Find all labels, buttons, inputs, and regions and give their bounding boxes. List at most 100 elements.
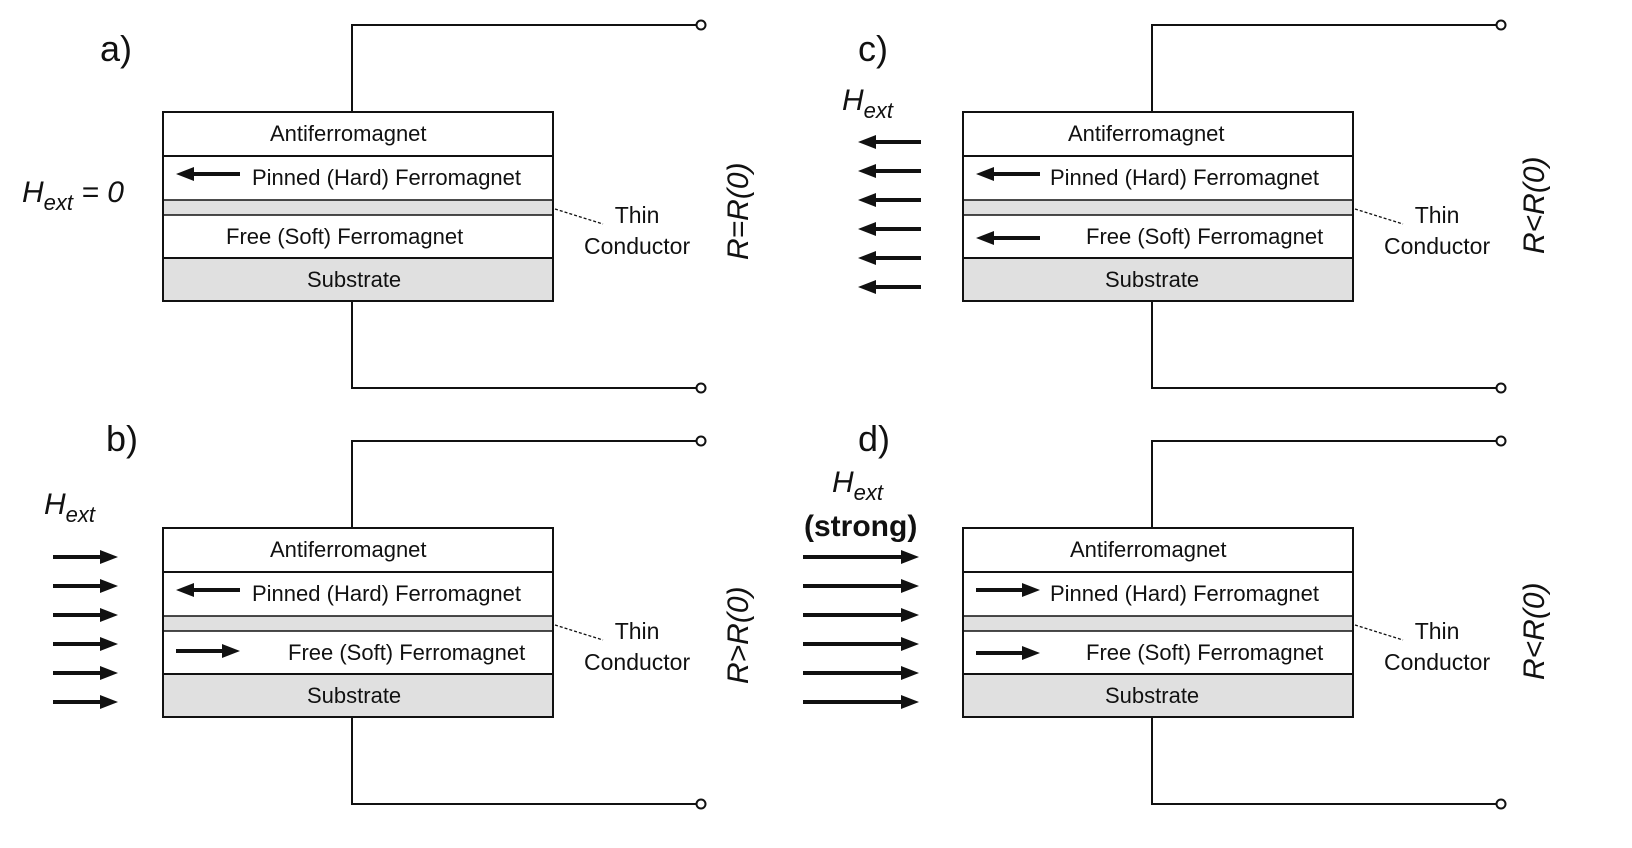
field-arrow — [53, 695, 118, 709]
top-lead-wire — [1151, 440, 1497, 528]
antiferromagnet-label: Antiferromagnet — [1070, 537, 1227, 562]
free-ferromagnet-label: Free (Soft) Ferromagnet — [1086, 224, 1324, 249]
bottom-terminal — [1495, 382, 1507, 394]
panel-a: a) Hext = 0 Antiferromagnet Pinned (Hard… — [0, 0, 816, 424]
resistance-label: R<R(0) — [1518, 156, 1551, 254]
field-arrow — [803, 695, 919, 709]
field-arrow — [53, 666, 118, 680]
pinned-ferromagnet-label: Pinned (Hard) Ferromagnet — [1050, 165, 1320, 190]
substrate-layer — [163, 258, 553, 301]
field-arrow — [858, 135, 921, 149]
field-arrow — [53, 637, 118, 651]
top-lead-wire — [351, 24, 697, 112]
layer-stack-outline — [962, 111, 1354, 302]
panel-c-drawing — [858, 19, 1507, 394]
field-arrow — [53, 608, 118, 622]
top-terminal — [695, 435, 707, 447]
substrate-label: Substrate — [307, 267, 402, 292]
external-field-arrows — [803, 550, 919, 709]
thin-conductor-line2: Conductor — [584, 233, 691, 259]
field-arrow — [858, 193, 921, 207]
resistance-label: R>R(0) — [722, 586, 755, 684]
substrate-label: Substrate — [1105, 683, 1200, 708]
panel-b-drawing — [53, 435, 707, 810]
bottom-lead-wire — [351, 718, 697, 805]
field-arrow — [858, 222, 921, 236]
panel-b: b) Hext Antiferromagnet Pinned (Hard) Fe… — [0, 416, 816, 840]
external-field-label: Hext — [832, 466, 883, 506]
free-ferromagnet-label: Free (Soft) Ferromagnet — [288, 640, 526, 665]
spacer-layer — [963, 616, 1353, 631]
hext-symbol: H — [832, 466, 854, 499]
field-arrow — [803, 666, 919, 680]
free-magnetization-arrow — [976, 646, 1040, 660]
panel-label: b) — [106, 418, 139, 459]
top-lead-wire — [1151, 24, 1497, 112]
hext-symbol: H — [44, 488, 66, 521]
pinned-ferromagnet-label: Pinned (Hard) Ferromagnet — [252, 165, 522, 190]
field-arrow — [858, 280, 921, 294]
thin-conductor-leader — [1354, 208, 1404, 225]
field-arrow — [53, 579, 118, 593]
hext-symbol: H — [842, 84, 864, 117]
bottom-terminal — [1495, 798, 1507, 810]
bottom-lead-wire — [351, 302, 697, 389]
hext-subscript: ext — [65, 502, 96, 527]
pinned-magnetization-arrow — [176, 583, 240, 597]
top-lead-wire — [351, 440, 697, 528]
thin-conductor-leader — [1354, 624, 1404, 641]
pinned-magnetization-arrow — [976, 583, 1040, 597]
thin-conductor-label: Thin Conductor — [1384, 616, 1490, 678]
substrate-label: Substrate — [307, 683, 402, 708]
thin-conductor-line1: Thin — [614, 618, 660, 644]
thin-conductor-leader — [554, 208, 604, 225]
spacer-layer — [163, 616, 553, 631]
top-terminal — [695, 19, 707, 31]
external-field-label: Hext — [842, 84, 893, 124]
field-strength-label: (strong) — [804, 510, 918, 543]
resistance-label: R=R(0) — [722, 162, 755, 260]
thin-conductor-line2: Conductor — [1384, 233, 1491, 259]
field-arrow — [803, 579, 919, 593]
panel-label: c) — [858, 28, 888, 69]
bottom-lead-wire — [1151, 302, 1497, 389]
thin-conductor-line1: Thin — [1414, 202, 1460, 228]
pinned-ferromagnet-label: Pinned (Hard) Ferromagnet — [1050, 581, 1320, 606]
free-ferromagnet-label: Free (Soft) Ferromagnet — [1086, 640, 1324, 665]
thin-conductor-label: Thin Conductor — [1384, 200, 1490, 262]
pinned-magnetization-arrow — [176, 167, 240, 181]
panel-label: d) — [858, 418, 891, 459]
field-arrow — [803, 550, 919, 564]
hext-subscript: ext — [853, 480, 884, 505]
free-ferromagnet-label: Free (Soft) Ferromagnet — [226, 224, 464, 249]
external-field-label: Hext — [44, 488, 95, 528]
hext-subscript: ext — [863, 98, 894, 123]
thin-conductor-line2: Conductor — [1384, 649, 1491, 675]
layer-stack-outline — [162, 527, 554, 718]
hext-symbol: H — [22, 176, 44, 209]
antiferromagnet-label: Antiferromagnet — [270, 537, 427, 562]
substrate-layer — [163, 674, 553, 717]
thin-conductor-line2: Conductor — [584, 649, 691, 675]
antiferromagnet-label: Antiferromagnet — [1068, 121, 1225, 146]
thin-conductor-label: Thin Conductor — [584, 616, 690, 678]
layer-stack-outline — [962, 527, 1354, 718]
free-magnetization-arrow — [176, 644, 240, 658]
hext-subscript: ext — [43, 190, 74, 215]
substrate-label: Substrate — [1105, 267, 1200, 292]
thin-conductor-line1: Thin — [614, 202, 660, 228]
pinned-magnetization-arrow — [976, 167, 1040, 181]
thin-conductor-label: Thin Conductor — [584, 200, 690, 262]
thin-conductor-line1: Thin — [1414, 618, 1460, 644]
resistance-label: R<R(0) — [1518, 582, 1551, 680]
field-arrow — [858, 251, 921, 265]
panel-a-drawing — [162, 19, 707, 394]
panel-d-drawing — [803, 435, 1507, 810]
field-arrow — [53, 550, 118, 564]
pinned-ferromagnet-label: Pinned (Hard) Ferromagnet — [252, 581, 522, 606]
free-magnetization-arrow — [976, 231, 1040, 245]
bottom-lead-wire — [1151, 718, 1497, 805]
panel-label: a) — [100, 28, 133, 69]
bottom-terminal — [695, 382, 707, 394]
antiferromagnet-label: Antiferromagnet — [270, 121, 427, 146]
